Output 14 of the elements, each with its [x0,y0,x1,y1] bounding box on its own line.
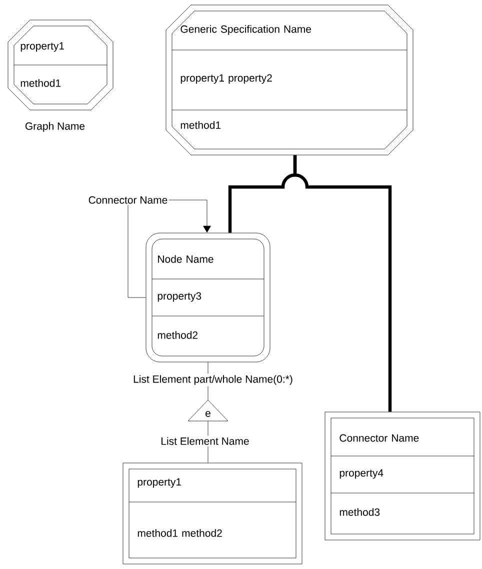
class-box: Connector Name property4 method3 [324,412,480,540]
class-octagon: Generic Specification Name property1 property2 method1 [166,4,414,156]
connector-label: Connector Name [88,196,168,204]
thick-connector [293,155,392,412]
node-label: method1 [20,79,61,87]
edge-label: List Element part/whole Name(0:*) [132,374,294,386]
class-box: property1 method1 method2 [122,462,302,564]
connector-line [128,204,146,298]
node-label: property1 [20,42,64,52]
class-box: Node Name property3 method2 [146,232,270,362]
node-caption: Graph Name [25,122,85,132]
edge-label: List Element Name [159,436,251,446]
class-octagon: property1 method1 [8,20,114,110]
arrow [168,200,211,233]
